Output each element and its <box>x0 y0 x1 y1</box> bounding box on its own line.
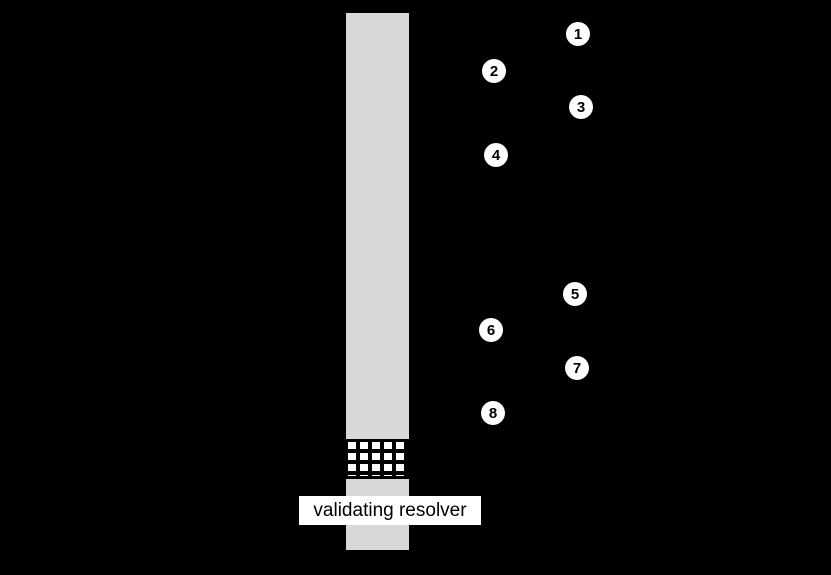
step-marker-2: 2 <box>482 59 506 83</box>
step-marker-1: 1 <box>566 22 590 46</box>
validating-resolver-label: validating resolver <box>299 496 481 525</box>
step-marker-6: 6 <box>479 318 503 342</box>
step-marker-5: 5 <box>563 282 587 306</box>
step-marker-8: 8 <box>481 401 505 425</box>
step-marker-4: 4 <box>484 143 508 167</box>
cache-grid-icon <box>345 439 410 479</box>
step-marker-7: 7 <box>565 356 589 380</box>
step-marker-3: 3 <box>569 95 593 119</box>
